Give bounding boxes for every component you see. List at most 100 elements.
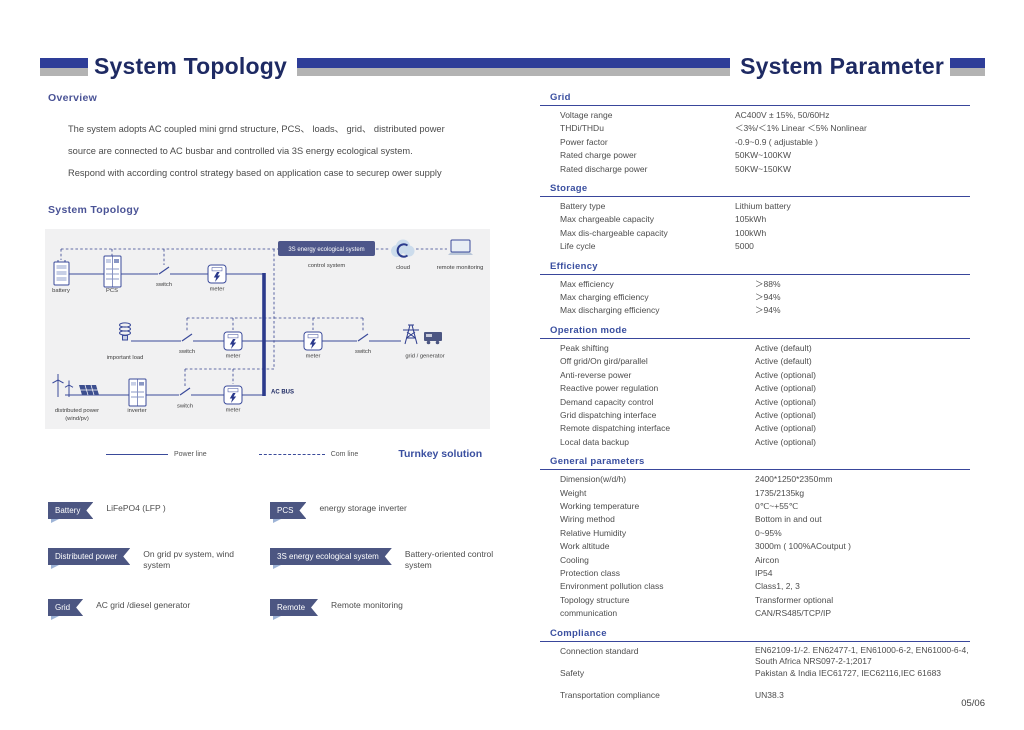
switch-icon: [179, 387, 191, 396]
legend-badge: Distributed power: [48, 548, 130, 565]
generator-icon: [424, 332, 442, 345]
param-value: EN62109-1/-2. EN62477-1, EN61000-6-2, EN…: [755, 645, 969, 667]
param-label: Max efficiency: [560, 278, 614, 289]
badge-wrap: Distributed power: [48, 546, 130, 569]
param-row: Max efficiency＞88%: [540, 278, 1012, 291]
control-system-badge-label: 3S energy ecological system: [288, 247, 364, 253]
param-row: Max charging efficiency＞94%: [540, 291, 1012, 304]
badge-legend: Battery LiFePO4 (LFP ) PCS energy storage i…: [48, 500, 500, 620]
overview-line: source are connected to AC busbar and co…: [68, 146, 413, 156]
param-value: 50KW~100KW: [735, 149, 791, 162]
power-line-sample: [106, 453, 168, 455]
param-label: Power factor: [560, 136, 608, 147]
pcs-label: PCS: [106, 288, 118, 294]
left-column: Overview The system adopts AC coupled mi…: [45, 92, 500, 620]
switch-label: switch: [177, 404, 193, 410]
badge-description: LiFePO4 (LFP ): [106, 503, 166, 513]
badge-description: energy storage inverter: [319, 503, 407, 513]
param-value: UN38.3: [755, 689, 784, 702]
switch-icon: [158, 266, 170, 275]
meter-label: meter: [306, 354, 321, 360]
badge-fold: [273, 519, 281, 523]
com-line-sample: [258, 453, 325, 455]
param-section-rule: [540, 337, 970, 339]
laptop-icon: [448, 239, 473, 255]
param-label: Max dis-chargeable capacity: [560, 227, 668, 238]
param-label: Safety: [560, 668, 585, 678]
param-label: Local data backup: [560, 436, 629, 447]
param-label: Rated charge power: [560, 150, 637, 161]
param-label: Topology structure: [560, 594, 630, 605]
param-label: Transportation compliance: [560, 690, 660, 701]
param-value: 50KW~150KW: [735, 163, 791, 176]
param-value-line: Active (optional): [755, 409, 816, 420]
param-row: Dimension(w/d/h)2400*1250*2350mm: [540, 473, 1012, 486]
badge-wrap: Battery: [48, 500, 93, 523]
param-value: Active (default): [755, 342, 812, 355]
overview-heading: Overview: [48, 92, 98, 104]
system-topology-heading: System Topology: [48, 204, 140, 216]
param-row: Off grid/On gird/parallel Active (default…: [540, 355, 1012, 368]
param-section-title: Storage: [550, 183, 588, 195]
param-label: Off grid/On gird/parallel: [560, 356, 648, 367]
param-value: -0.9~0.9 ( adjustable ): [735, 136, 818, 149]
param-value-line: 2400*1250*2350mm: [755, 474, 833, 485]
load-bulb-icon: [119, 322, 131, 341]
param-value-line: ＜3%/＜1% Linear ＜5% Nonlinear: [735, 123, 867, 134]
param-label: Work altitude: [560, 541, 610, 552]
badge-fold: [273, 565, 281, 569]
pcs-icon: [103, 255, 122, 288]
page-header: System Topology System Parameter: [40, 53, 985, 80]
cloud-icon: [391, 239, 415, 258]
param-value: Active (optional): [755, 422, 816, 435]
inverter-icon: [128, 378, 147, 407]
param-row: THDi/THDu＜3%/＜1% Linear ＜5% Nonlinear: [540, 122, 1012, 135]
switch-icon: [181, 333, 193, 342]
meter-icon: [223, 331, 243, 351]
param-row: Transportation compliance UN38.3: [540, 689, 1012, 702]
param-label: Life cycle: [560, 241, 596, 252]
legend-badge: PCS: [270, 502, 306, 519]
badge-legend-item: PCS energy storage inverter: [270, 500, 500, 523]
param-value-line: UN38.3: [755, 690, 784, 701]
param-value-line: 50KW~150KW: [735, 163, 791, 174]
page-number: 05/06: [961, 698, 985, 709]
param-value: 0℃~+55℃: [755, 500, 798, 513]
param-value: Aircon: [755, 554, 779, 567]
param-section-rule: [540, 196, 970, 198]
param-label: Wiring method: [560, 514, 615, 525]
important-load-label: important load: [107, 355, 144, 361]
param-label: Weight: [560, 487, 587, 498]
overview-paragraph: The system adopts AC coupled mini grnd s…: [68, 118, 500, 184]
param-value-line: Lithium battery: [735, 201, 791, 212]
param-value: Active (optional): [755, 382, 816, 395]
param-value-line: 0℃~+55℃: [755, 500, 799, 511]
param-value: 105kWh: [735, 213, 766, 226]
meter-label: meter: [210, 287, 225, 293]
param-section-rule: [540, 105, 970, 106]
param-label: Demand capacity control: [560, 396, 654, 407]
param-value: ＞94%: [755, 291, 781, 304]
line-legend: Power line Com line Turnkey solution: [106, 448, 500, 460]
param-value-line: -0.9~0.9 ( adjustable ): [735, 136, 818, 147]
param-value: 100kWh: [735, 227, 766, 240]
meter-label: meter: [226, 408, 241, 414]
solar-panel-icon: [79, 384, 99, 396]
cloud-label: cloud: [396, 265, 410, 271]
legend-badge: Remote: [270, 599, 318, 616]
param-label: Connection standard: [560, 645, 639, 656]
param-value: Active (optional): [755, 436, 816, 449]
header-accent-bar-center: [297, 57, 731, 76]
param-value: Active (default): [755, 355, 812, 368]
